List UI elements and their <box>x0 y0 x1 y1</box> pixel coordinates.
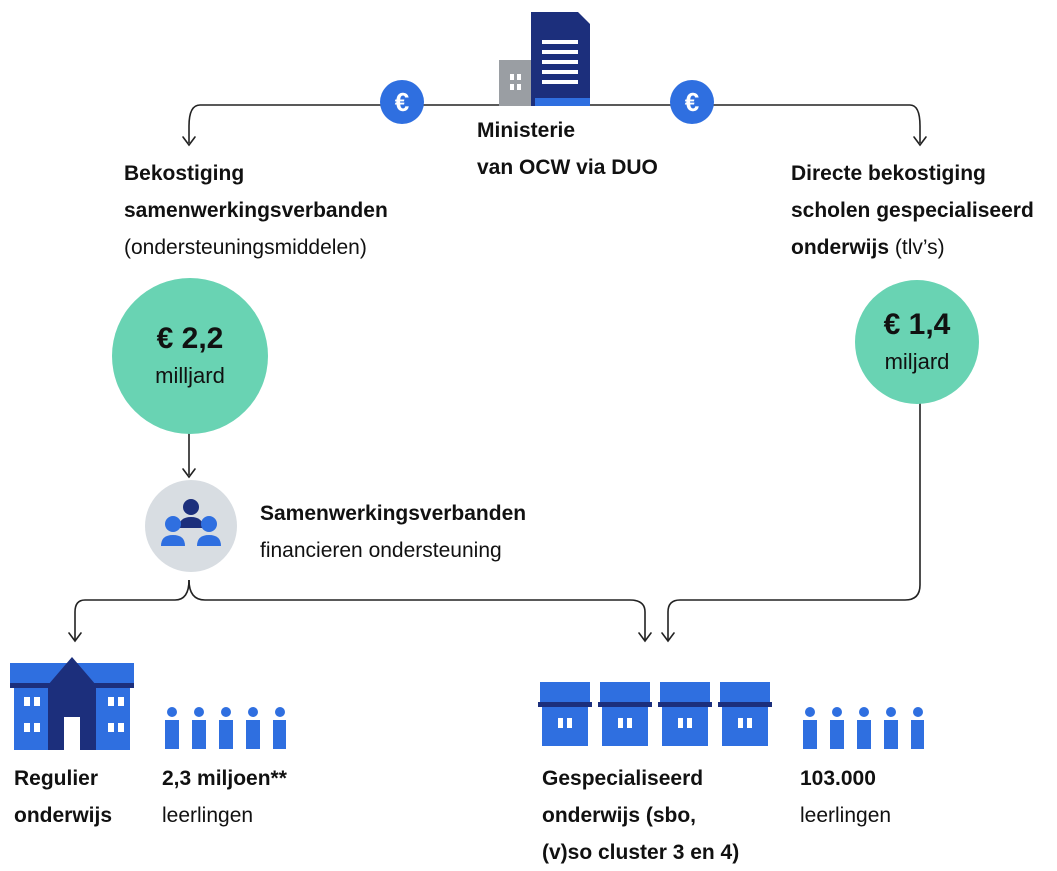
special-count: 103.000 leerlingen <box>800 767 892 827</box>
regular-school-icon <box>10 657 134 750</box>
students-icon-regular <box>165 707 286 749</box>
group-people-icon <box>145 480 237 572</box>
ministry-label: Ministerie van OCW via DUO <box>477 119 658 179</box>
special-label: Gespecialiseerd onderwijs (sbo, (v)so cl… <box>542 767 740 864</box>
euro-icon-left: € <box>380 80 424 124</box>
special-schools-icon <box>538 682 772 746</box>
right-amount-circle: € 1,4 miljard <box>855 280 979 404</box>
right-branch-title: Directe bekostiging scholen gespecialise… <box>791 162 1034 259</box>
left-branch-title: Bekostiging samenwerkingsverbanden (onde… <box>124 162 388 259</box>
left-amount-circle: € 2,2 milljard <box>112 278 268 434</box>
right-amount-unit: miljard <box>884 349 950 374</box>
left-amount: € 2,2 <box>156 322 224 355</box>
students-icon-special <box>803 707 924 749</box>
left-amount-unit: milljard <box>155 363 225 388</box>
ministry-building-icon <box>499 12 590 106</box>
regular-count: 2,3 miljoen** leerlingen <box>162 767 287 827</box>
euro-icon-right: € <box>670 80 714 124</box>
right-amount: € 1,4 <box>883 308 951 341</box>
partnership-label: Samenwerkingsverbanden financieren onder… <box>260 502 527 562</box>
regular-label: Regulier onderwijs <box>14 767 113 827</box>
